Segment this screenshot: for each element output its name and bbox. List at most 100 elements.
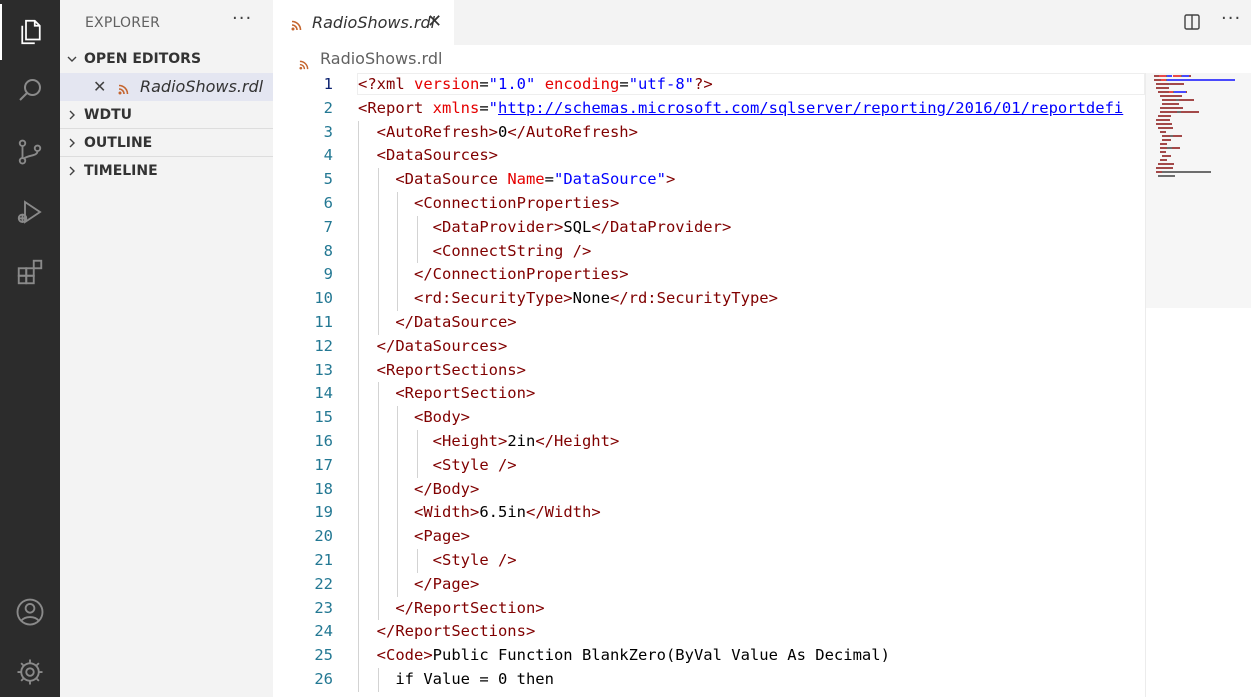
code-token: Public Function BlankZero(ByVal Value As…: [432, 646, 890, 665]
code-line[interactable]: <ConnectString />: [358, 240, 592, 264]
minimap-token: [1173, 91, 1174, 93]
close-icon[interactable]: ✕: [93, 77, 107, 96]
line-number: 9: [323, 265, 333, 284]
code-token: </DataProvider>: [591, 217, 732, 236]
code-token: <DataSources>: [358, 146, 498, 165]
code-line[interactable]: <Style />: [358, 454, 517, 478]
code-line[interactable]: </ConnectionProperties>: [358, 263, 629, 287]
indent-guide: [377, 168, 379, 335]
indent-guide: [397, 406, 399, 597]
code-token: </Page>: [358, 574, 480, 593]
code-line[interactable]: <Code>Public Function BlankZero(ByVal Va…: [358, 644, 890, 668]
code-token: </ConnectionProperties>: [358, 265, 629, 284]
extensions-icon[interactable]: [0, 244, 60, 300]
run-debug-icon[interactable]: [0, 184, 60, 240]
code-line[interactable]: <DataSource Name="DataSource">: [358, 168, 675, 192]
code-line[interactable]: <rd:SecurityType>None</rd:SecurityType>: [358, 287, 778, 311]
minimap-token: [1156, 123, 1172, 125]
code-token: ": [488, 98, 499, 117]
source-control-icon[interactable]: [0, 124, 60, 180]
code-line[interactable]: <Style />: [358, 549, 517, 573]
minimap-token: [1154, 75, 1159, 77]
code-line[interactable]: <ReportSections>: [358, 359, 526, 383]
code-token: <ReportSection>: [358, 384, 536, 403]
code-line[interactable]: <Height>2in</Height>: [358, 430, 620, 454]
section-open-editors[interactable]: OPEN EDITORS: [60, 45, 273, 73]
code-token: [535, 75, 544, 93]
code-line[interactable]: <ReportSection>: [358, 382, 535, 406]
code-token: <ReportSections>: [358, 360, 526, 379]
code-token: </Height>: [535, 432, 620, 450]
more-actions-icon[interactable]: ···: [1221, 8, 1242, 29]
code-line[interactable]: if Value = 0 then: [358, 668, 554, 692]
section-wdtu[interactable]: WDTU: [60, 101, 273, 129]
activity-bar: [0, 0, 60, 697]
line-number: 3: [323, 122, 333, 141]
code-token: </ReportSections>: [358, 622, 536, 641]
code-token: =: [619, 75, 629, 93]
open-editor-label: RadioShows.rdl: [140, 77, 264, 96]
code-line[interactable]: <DataSources>: [358, 144, 498, 168]
code-line[interactable]: <DataProvider>SQL</DataProvider>: [358, 216, 732, 240]
code-token: version: [414, 75, 480, 93]
code-token: if Value = 0 then: [358, 670, 554, 688]
code-token: </Body>: [358, 479, 480, 498]
code-line[interactable]: </Body>: [358, 478, 479, 502]
tab-radioshows[interactable]: RadioShows.rdl ✕: [273, 0, 454, 45]
minimap-token: [1169, 83, 1170, 85]
code-line[interactable]: <Body>: [358, 406, 470, 430]
minimap-token: [1162, 99, 1176, 101]
code-token: </Width>: [526, 503, 601, 522]
minimap-token: [1156, 171, 1162, 173]
minimap-token: [1160, 111, 1177, 113]
section-outline[interactable]: OUTLINE: [60, 128, 273, 156]
code-line[interactable]: </DataSources>: [358, 335, 508, 359]
minimap-token: [1172, 147, 1180, 149]
indent-guide: [377, 382, 379, 621]
line-number: 23: [314, 598, 333, 617]
search-icon[interactable]: [0, 62, 60, 118]
code-line[interactable]: <?xml version="1.0" encoding="utf-8"?>: [358, 73, 713, 97]
tab-label: RadioShows.rdl: [312, 13, 436, 32]
code-line[interactable]: </DataSource>: [358, 311, 517, 335]
code-line[interactable]: <Page>: [358, 525, 470, 549]
split-editor-icon[interactable]: [1183, 13, 1201, 35]
account-icon[interactable]: [0, 584, 60, 640]
minimap[interactable]: [1145, 73, 1251, 697]
code-token: </AutoRefresh>: [507, 122, 638, 141]
sidebar-more-actions-icon[interactable]: ···: [232, 8, 253, 29]
code-token: </DataSource>: [358, 313, 517, 331]
section-label: OPEN EDITORS: [84, 51, 202, 67]
code-line[interactable]: </ReportSections>: [358, 620, 536, 644]
code-line[interactable]: </Page>: [358, 573, 479, 597]
code-token: 0: [497, 122, 508, 141]
breadcrumb-file[interactable]: RadioShows.rdl: [320, 49, 443, 68]
explorer-icon[interactable]: [0, 4, 60, 60]
line-number: 6: [323, 194, 333, 212]
minimap-token: [1158, 175, 1175, 177]
code-line[interactable]: <ConnectionProperties>: [358, 192, 619, 216]
minimap-token: [1167, 75, 1172, 77]
indent-guide: [397, 192, 399, 311]
code-line[interactable]: <Report xmlns="http://schemas.microsoft.…: [358, 97, 1123, 121]
minimap-token: [1169, 91, 1173, 93]
settings-gear-icon[interactable]: [0, 644, 60, 700]
minimap-token: [1160, 147, 1167, 149]
section-label: OUTLINE: [84, 134, 153, 151]
open-editor-item[interactable]: ✕ RadioShows.rdl: [60, 73, 273, 101]
section-timeline[interactable]: TIMELINE: [60, 156, 273, 184]
minimap-token: [1161, 79, 1166, 81]
code-line[interactable]: <Width>6.5in</Width>: [358, 501, 601, 525]
close-icon[interactable]: ✕: [427, 11, 443, 32]
code-token: <Page>: [358, 527, 470, 546]
minimap-token: [1162, 171, 1211, 173]
minimap-token: [1160, 107, 1183, 109]
code-token: None: [572, 289, 610, 308]
chevron-right-icon: [60, 137, 84, 149]
code-token: ?>: [694, 75, 713, 93]
code-line[interactable]: </ReportSection>: [358, 597, 544, 621]
code-line[interactable]: <AutoRefresh>0</AutoRefresh>: [358, 121, 638, 145]
line-number: 18: [314, 479, 333, 498]
line-number: 21: [314, 551, 333, 569]
